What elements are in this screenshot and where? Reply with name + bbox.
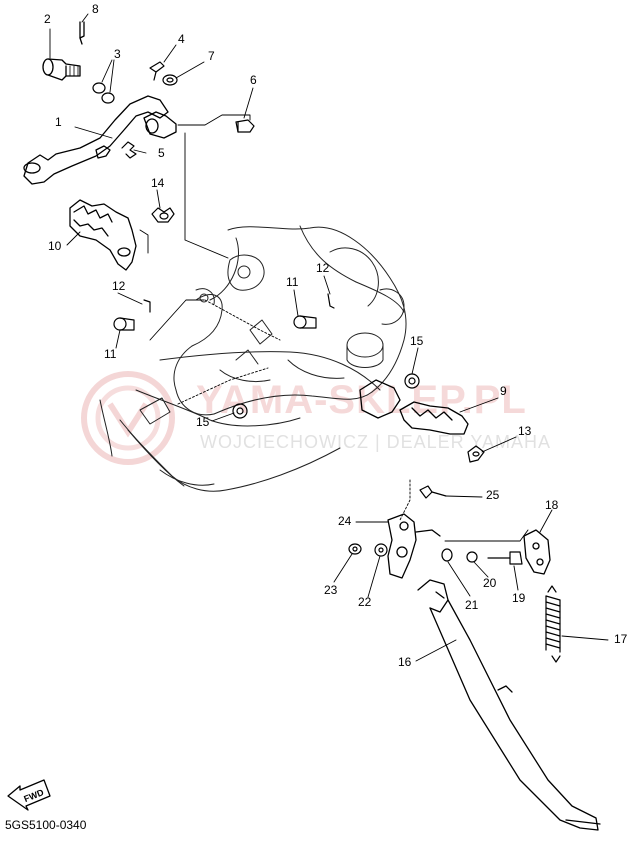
callout-25: 25 (486, 488, 500, 502)
bushing-part-21 (441, 548, 453, 562)
pin-part-12-right (327, 293, 335, 309)
washer-part-22 (374, 543, 388, 557)
bolt-part-11-right (293, 315, 317, 329)
callout-8: 8 (92, 2, 99, 16)
nut-part-15-right (404, 373, 420, 389)
nut-part-23 (348, 543, 362, 555)
callout-1: 1 (55, 115, 62, 129)
callout-23: 23 (324, 583, 338, 597)
bolt-part-19 (487, 551, 523, 565)
sidestand-part-16 (417, 579, 601, 831)
spring-part-13 (467, 445, 485, 463)
spring-part-17 (545, 585, 561, 663)
callout-20: 20 (483, 576, 497, 590)
pivot-bolt-part-2 (42, 21, 85, 81)
callout-16: 16 (398, 655, 412, 669)
frame-outline (99, 225, 407, 492)
callout-17: 17 (614, 632, 628, 646)
leader-lines (49, 13, 609, 662)
callout-6: 6 (250, 73, 257, 87)
pin-part-12-left (143, 299, 151, 313)
callout-12-left: 12 (112, 279, 126, 293)
callout-11-left: 11 (104, 347, 117, 361)
washer-part-3 (92, 82, 115, 104)
callout-12-right: 12 (316, 261, 330, 275)
callout-21: 21 (465, 598, 479, 612)
callout-4: 4 (178, 32, 185, 46)
fwd-label: FWD (22, 787, 45, 804)
bracket-part-24 (387, 513, 441, 579)
alignment-lines (139, 114, 529, 542)
callout-15-left: 15 (196, 415, 210, 429)
link-end-part-6 (235, 119, 255, 133)
washer-part-7 (162, 74, 178, 86)
pin-part-4 (149, 61, 165, 81)
callout-7: 7 (208, 49, 215, 63)
callout-19: 19 (512, 591, 526, 605)
callout-9: 9 (500, 384, 507, 398)
fwd-arrow-icon (7, 779, 51, 811)
callout-5: 5 (158, 146, 165, 160)
callout-3: 3 (114, 47, 121, 61)
bolt-part-25 (419, 485, 447, 499)
callout-11-right: 11 (286, 275, 299, 289)
spring-part-5 (121, 141, 137, 159)
bolt-part-11-left (113, 317, 135, 331)
nut-part-15-left (232, 403, 248, 419)
callout-22: 22 (358, 595, 372, 609)
callout-18: 18 (545, 498, 559, 512)
footrest-left-part-10 (69, 199, 137, 271)
footrest-right-part-9 (359, 379, 469, 435)
washer-part-20 (466, 551, 478, 563)
spring-part-14 (151, 207, 175, 223)
watermark-logo (81, 371, 175, 465)
callout-14: 14 (151, 176, 165, 190)
plate-part-18 (523, 529, 551, 575)
callout-2: 2 (44, 12, 51, 26)
callout-24: 24 (338, 514, 352, 528)
callout-10: 10 (48, 239, 62, 253)
diagram-reference-code: 5GS5100-0340 (5, 818, 87, 832)
callout-15-right: 15 (410, 334, 424, 348)
shift-pedal-part-1 (23, 95, 177, 185)
callout-13: 13 (518, 424, 532, 438)
